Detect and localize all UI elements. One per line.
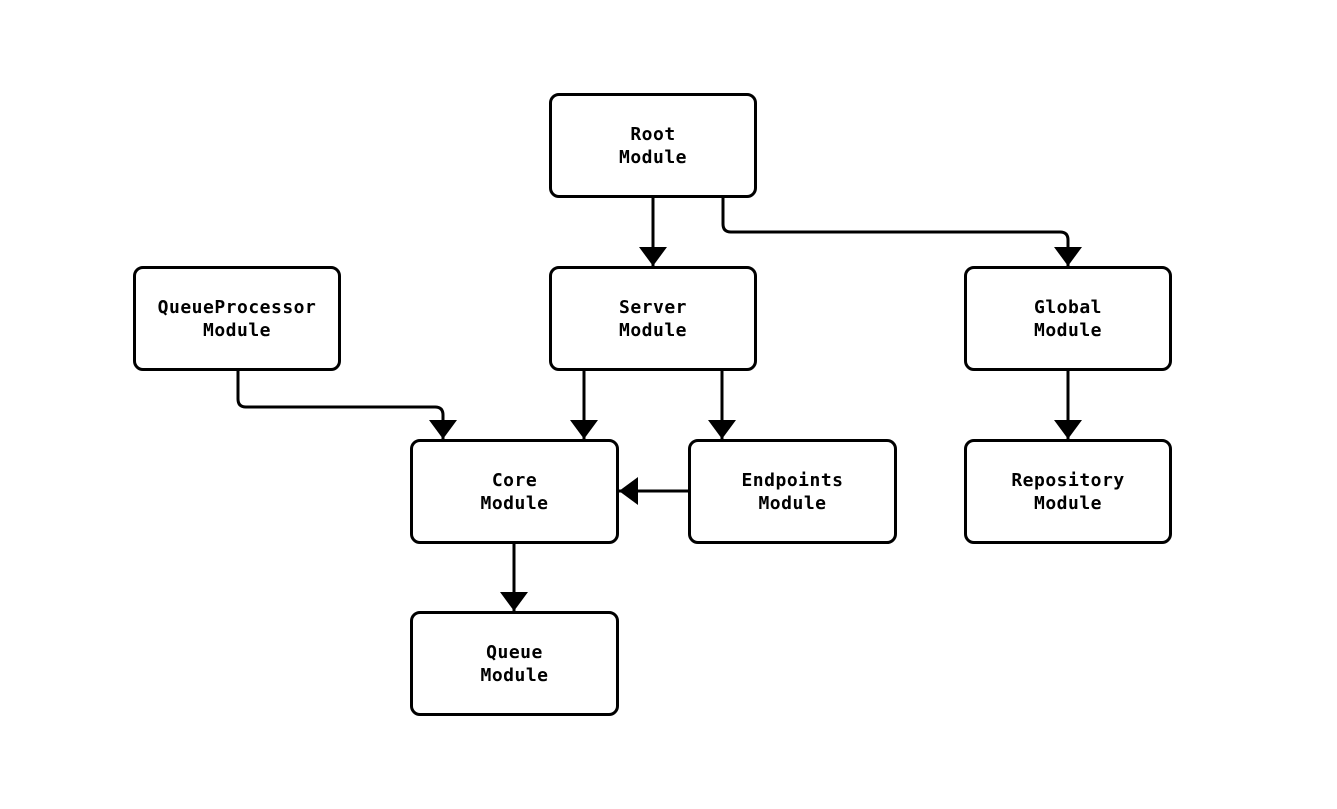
node-queueprocessor-module: QueueProcessor Module <box>133 266 341 371</box>
node-root-module: Root Module <box>549 93 757 198</box>
edge-root-to-global <box>721 198 1082 266</box>
edge-queueprocessor-to-core <box>236 371 457 439</box>
node-endpoints-module: Endpoints Module <box>688 439 897 544</box>
node-core-module: Core Module <box>410 439 619 544</box>
node-global-module: Global Module <box>964 266 1172 371</box>
node-server-module: Server Module <box>549 266 757 371</box>
node-repository-module: Repository Module <box>964 439 1172 544</box>
node-queue-module: Queue Module <box>410 611 619 716</box>
